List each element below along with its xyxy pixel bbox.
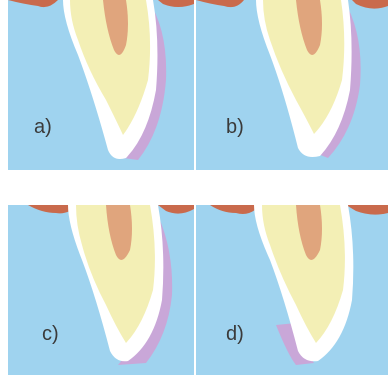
- panel-d: d): [196, 205, 388, 375]
- gum-left: [210, 205, 260, 214]
- gum-right: [158, 205, 194, 214]
- panel-b: b): [196, 0, 388, 170]
- panel-label-c: c): [42, 323, 59, 346]
- panel-a: a): [8, 0, 194, 170]
- gum-right: [346, 205, 388, 215]
- panel-label-a: a): [34, 116, 52, 139]
- tooth-diagram-a: [8, 0, 194, 170]
- gum-left: [196, 0, 244, 7]
- gum-right: [158, 0, 194, 7]
- tooth-diagram-d: [196, 205, 388, 375]
- panel-label-d: d): [226, 323, 244, 346]
- tooth-diagram-c: [8, 205, 194, 375]
- panel-label-b: b): [226, 116, 244, 139]
- tooth-diagram-b: [196, 0, 388, 170]
- panel-c: c): [8, 205, 194, 375]
- gum-left: [8, 0, 58, 7]
- gum-right: [352, 0, 388, 9]
